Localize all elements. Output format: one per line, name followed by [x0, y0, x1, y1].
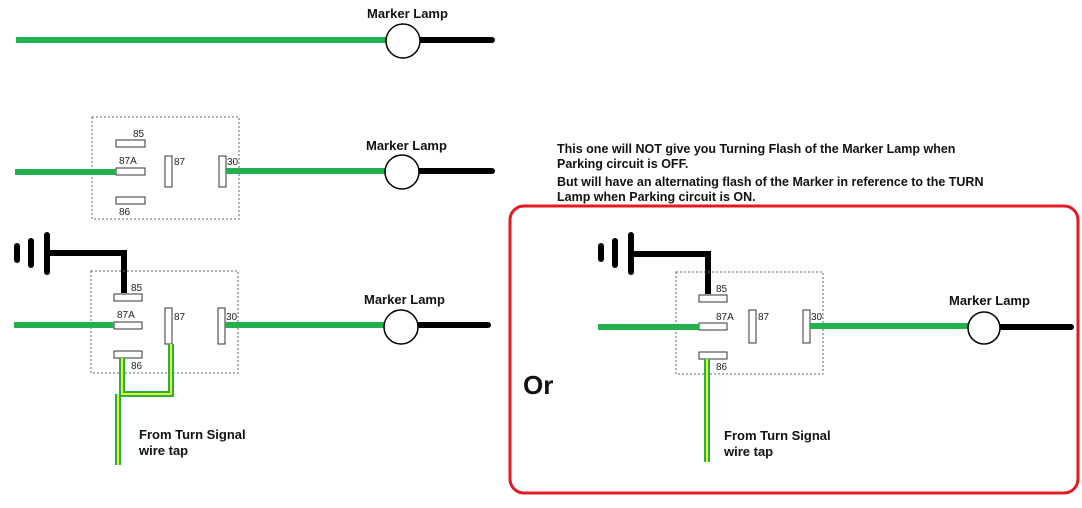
pin-85-terminal	[115, 139, 146, 148]
note-line-4: Lamp when Parking circuit is ON.	[557, 190, 756, 204]
pin-85-label: 85	[133, 129, 145, 140]
pin-86-label: 86	[131, 361, 143, 372]
marker-lamp-icon	[385, 23, 421, 59]
note-line-2: Parking circuit is OFF.	[557, 157, 688, 171]
circuit-2: 85 87A 87 30 86 Marker Lamp	[15, 116, 495, 220]
pin-85-terminal	[113, 293, 143, 302]
circuit-3: 85 87A 87 30 86 Marker Lamp From Turn Si…	[14, 232, 491, 465]
pin-85-terminal	[698, 294, 728, 303]
note-line-3: But will have an alternating flash of th…	[557, 175, 983, 189]
pin-87-terminal	[164, 155, 173, 188]
wire-tap-label: wire tap	[138, 443, 188, 458]
marker-lamp-label: Marker Lamp	[364, 292, 445, 307]
marker-lamp-label: Marker Lamp	[949, 293, 1030, 308]
marker-lamp-icon	[383, 309, 419, 345]
wire-tap-label: wire tap	[723, 444, 773, 459]
pin-87a-label: 87A	[119, 156, 137, 167]
pin-30-terminal	[217, 307, 226, 345]
note-line-1: This one will NOT give you Turning Flash…	[557, 142, 955, 156]
pin-30-label: 30	[227, 157, 239, 168]
marker-lamp-label: Marker Lamp	[367, 6, 448, 21]
turn-signal-label: From Turn Signal	[139, 427, 246, 442]
marker-lamp-icon	[384, 154, 420, 190]
pin-85-label: 85	[716, 284, 728, 295]
explanation-note: This one will NOT give you Turning Flash…	[557, 142, 983, 204]
pin-87-label: 87	[174, 157, 186, 168]
marker-lamp-icon	[967, 311, 1001, 345]
pin-30-terminal	[802, 309, 811, 344]
pin-30-label: 30	[811, 312, 823, 323]
or-label: Or	[523, 370, 553, 400]
ground-icon	[14, 232, 127, 293]
pin-87-label: 87	[758, 312, 770, 323]
ground-icon	[598, 232, 711, 294]
marker-lamp-label: Marker Lamp	[366, 138, 447, 153]
pin-86-terminal	[113, 350, 143, 359]
pin-87a-label: 87A	[716, 312, 734, 323]
pin-87-terminal	[164, 307, 173, 345]
turn-signal-label: From Turn Signal	[724, 428, 831, 443]
pin-30-terminal	[218, 155, 227, 188]
pin-86-label: 86	[716, 362, 728, 373]
pin-86-terminal	[115, 196, 146, 205]
pin-87a-label: 87A	[117, 310, 135, 321]
pin-30-label: 30	[226, 312, 238, 323]
highlight-box	[508, 204, 1080, 495]
circuit-1: Marker Lamp	[16, 6, 495, 59]
pin-87-label: 87	[174, 312, 186, 323]
pin-85-label: 85	[131, 283, 143, 294]
pin-87-terminal	[748, 309, 757, 344]
pin-87a-terminal	[113, 321, 143, 330]
turn-signal-wire	[115, 344, 174, 465]
pin-87a-terminal	[698, 322, 728, 331]
pin-87a-terminal	[115, 167, 146, 176]
alternative-circuit: Or 85 87A 87 30 86 Marker Lamp From Turn…	[508, 204, 1080, 495]
pin-86-label: 86	[119, 207, 131, 218]
pin-86-terminal	[698, 351, 728, 360]
